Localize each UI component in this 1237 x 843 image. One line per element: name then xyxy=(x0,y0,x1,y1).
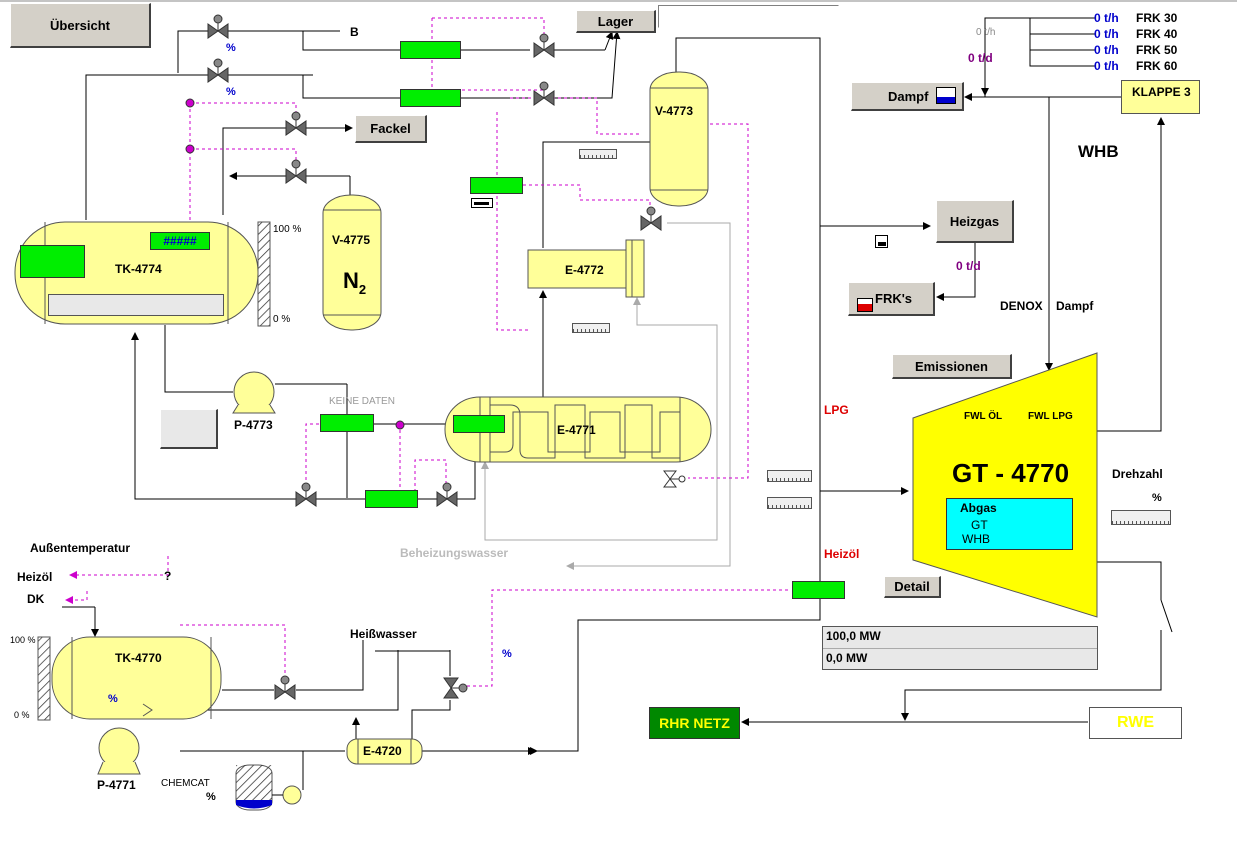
tk4770-percent: % xyxy=(108,693,118,705)
status-indicator-bottom xyxy=(365,490,418,508)
abgas-panel: Abgas GT WHB xyxy=(946,498,1073,550)
frk30-name: FRK 30 xyxy=(1136,11,1178,25)
frk60-name: FRK 60 xyxy=(1136,59,1178,73)
status-indicator-heizoel xyxy=(792,581,845,599)
gauge-lpg-1 xyxy=(767,470,812,482)
tk4774-level-display: ##### xyxy=(150,232,210,250)
frk50-name: FRK 50 xyxy=(1136,43,1178,57)
dampf-daily-flow: 0 t/d xyxy=(968,51,993,65)
n2-label: N2 xyxy=(343,268,367,297)
e4771-label: E-4771 xyxy=(557,423,596,437)
drehzahl-percent: % xyxy=(1152,492,1162,504)
detail-button[interactable]: Detail xyxy=(884,576,941,598)
tk4774-level-bar xyxy=(48,294,224,316)
frks-button[interactable]: FRK's xyxy=(848,282,935,316)
dampf-button[interactable]: Dampf xyxy=(851,82,964,111)
abgas-gt-label: GT xyxy=(971,518,988,532)
abgas-label: Abgas xyxy=(960,501,997,515)
status-indicator-e4771 xyxy=(453,415,505,433)
fackel-button[interactable]: Fackel xyxy=(355,115,427,143)
n2-text: N xyxy=(343,268,359,293)
b-label: B xyxy=(350,25,359,39)
n2-subscript: 2 xyxy=(358,282,367,297)
status-field xyxy=(658,5,839,28)
dampf-label: Dampf xyxy=(1056,299,1094,313)
valve2-percent: % xyxy=(226,86,236,98)
rhr-netz-box[interactable]: RHR NETZ xyxy=(649,707,740,739)
keine-daten-label: KEINE DATEN xyxy=(329,396,395,407)
tk4770-label: TK-4770 xyxy=(115,651,162,665)
fwl-lpg-label: FWL LPG xyxy=(1028,411,1073,422)
status-indicator-p4773 xyxy=(320,414,374,432)
frk50-value: 0 t/h xyxy=(1094,43,1119,57)
e4720-label: E-4720 xyxy=(363,744,402,758)
rwe-box[interactable]: RWE xyxy=(1089,707,1182,739)
heizoel-red-label: Heizöl xyxy=(824,547,860,561)
heisswasser-label: Heißwasser xyxy=(350,627,417,641)
valve-percent: % xyxy=(502,648,512,660)
denox-label: DENOX xyxy=(1000,299,1043,313)
status-indicator-top-2 xyxy=(400,89,461,107)
unknown-value: ? xyxy=(164,569,172,583)
p4773-label: P-4773 xyxy=(234,418,273,432)
v4773-label: V-4773 xyxy=(655,104,694,118)
tk4774-status-indicator xyxy=(20,245,85,278)
status-indicator-v4773 xyxy=(470,177,523,194)
export-icon[interactable] xyxy=(875,235,888,248)
gauge-e4772 xyxy=(572,323,610,333)
frk-flow-list: 0 t/h FRK 30 0 t/h FRK 40 0 t/h FRK 50 0… xyxy=(1090,12,1190,76)
frks-button-label: FRK's xyxy=(875,291,913,306)
drehzahl-gauge xyxy=(1111,510,1171,525)
power-panel: 100,0 MW 0,0 MW xyxy=(822,626,1098,670)
dk-label: DK xyxy=(27,592,45,606)
abgas-whb-label: WHB xyxy=(962,532,990,546)
klappe3-box[interactable]: KLAPPE 3 xyxy=(1121,80,1200,114)
tk4770-100-percent: 100 % xyxy=(10,635,36,645)
e4772-label: E-4772 xyxy=(565,263,604,277)
v4775-label: V-4775 xyxy=(332,233,371,247)
lager-button[interactable]: Lager xyxy=(576,10,656,33)
tk4774-100-percent: 100 % xyxy=(273,224,302,235)
fwl-oel-label: FWL ÖL xyxy=(964,411,1003,422)
blank-button[interactable] xyxy=(160,409,218,449)
gauge-lpg-2 xyxy=(767,497,812,509)
frk30-value: 0 t/h xyxy=(1094,11,1119,25)
small-indicator xyxy=(471,198,493,208)
aussentemperatur-label: Außentemperatur xyxy=(30,541,131,555)
dampf-button-label: Dampf xyxy=(888,88,929,104)
drehzahl-label: Drehzahl xyxy=(1112,467,1163,481)
frk60-value: 0 t/h xyxy=(1094,59,1119,73)
whb-label: WHB xyxy=(1078,142,1119,161)
dampf-small-flow: 0 t/h xyxy=(976,27,996,38)
tank-icon xyxy=(936,87,956,104)
heizgas-daily-flow: 0 t/d xyxy=(956,259,981,273)
tk4774-0-percent: 0 % xyxy=(273,314,291,325)
beheizungswasser-label: Beheizungswasser xyxy=(400,546,509,560)
tk4774-label: TK-4774 xyxy=(115,262,162,276)
heizoel-label: Heizöl xyxy=(17,570,53,584)
lpg-label: LPG xyxy=(824,403,849,417)
gauge-v4773 xyxy=(579,149,617,159)
valve1-percent: % xyxy=(226,42,236,54)
frk40-value: 0 t/h xyxy=(1094,27,1119,41)
power-value-2: 0,0 MW xyxy=(826,651,868,665)
power-value-1: 100,0 MW xyxy=(826,629,881,643)
uebersicht-button[interactable]: Übersicht xyxy=(10,3,151,48)
chemcat-percent: % xyxy=(206,791,216,803)
tk4770-0-percent: 0 % xyxy=(14,710,30,720)
tank-level-icon xyxy=(857,298,873,312)
chemcat-label: CHEMCAT xyxy=(161,778,210,789)
gt4770-label: GT - 4770 xyxy=(952,458,1070,488)
p4771-label: P-4771 xyxy=(97,778,136,792)
emissionen-button[interactable]: Emissionen xyxy=(892,354,1012,379)
status-indicator-top-1 xyxy=(400,41,461,59)
heizgas-button[interactable]: Heizgas xyxy=(936,200,1014,243)
frk40-name: FRK 40 xyxy=(1136,27,1178,41)
